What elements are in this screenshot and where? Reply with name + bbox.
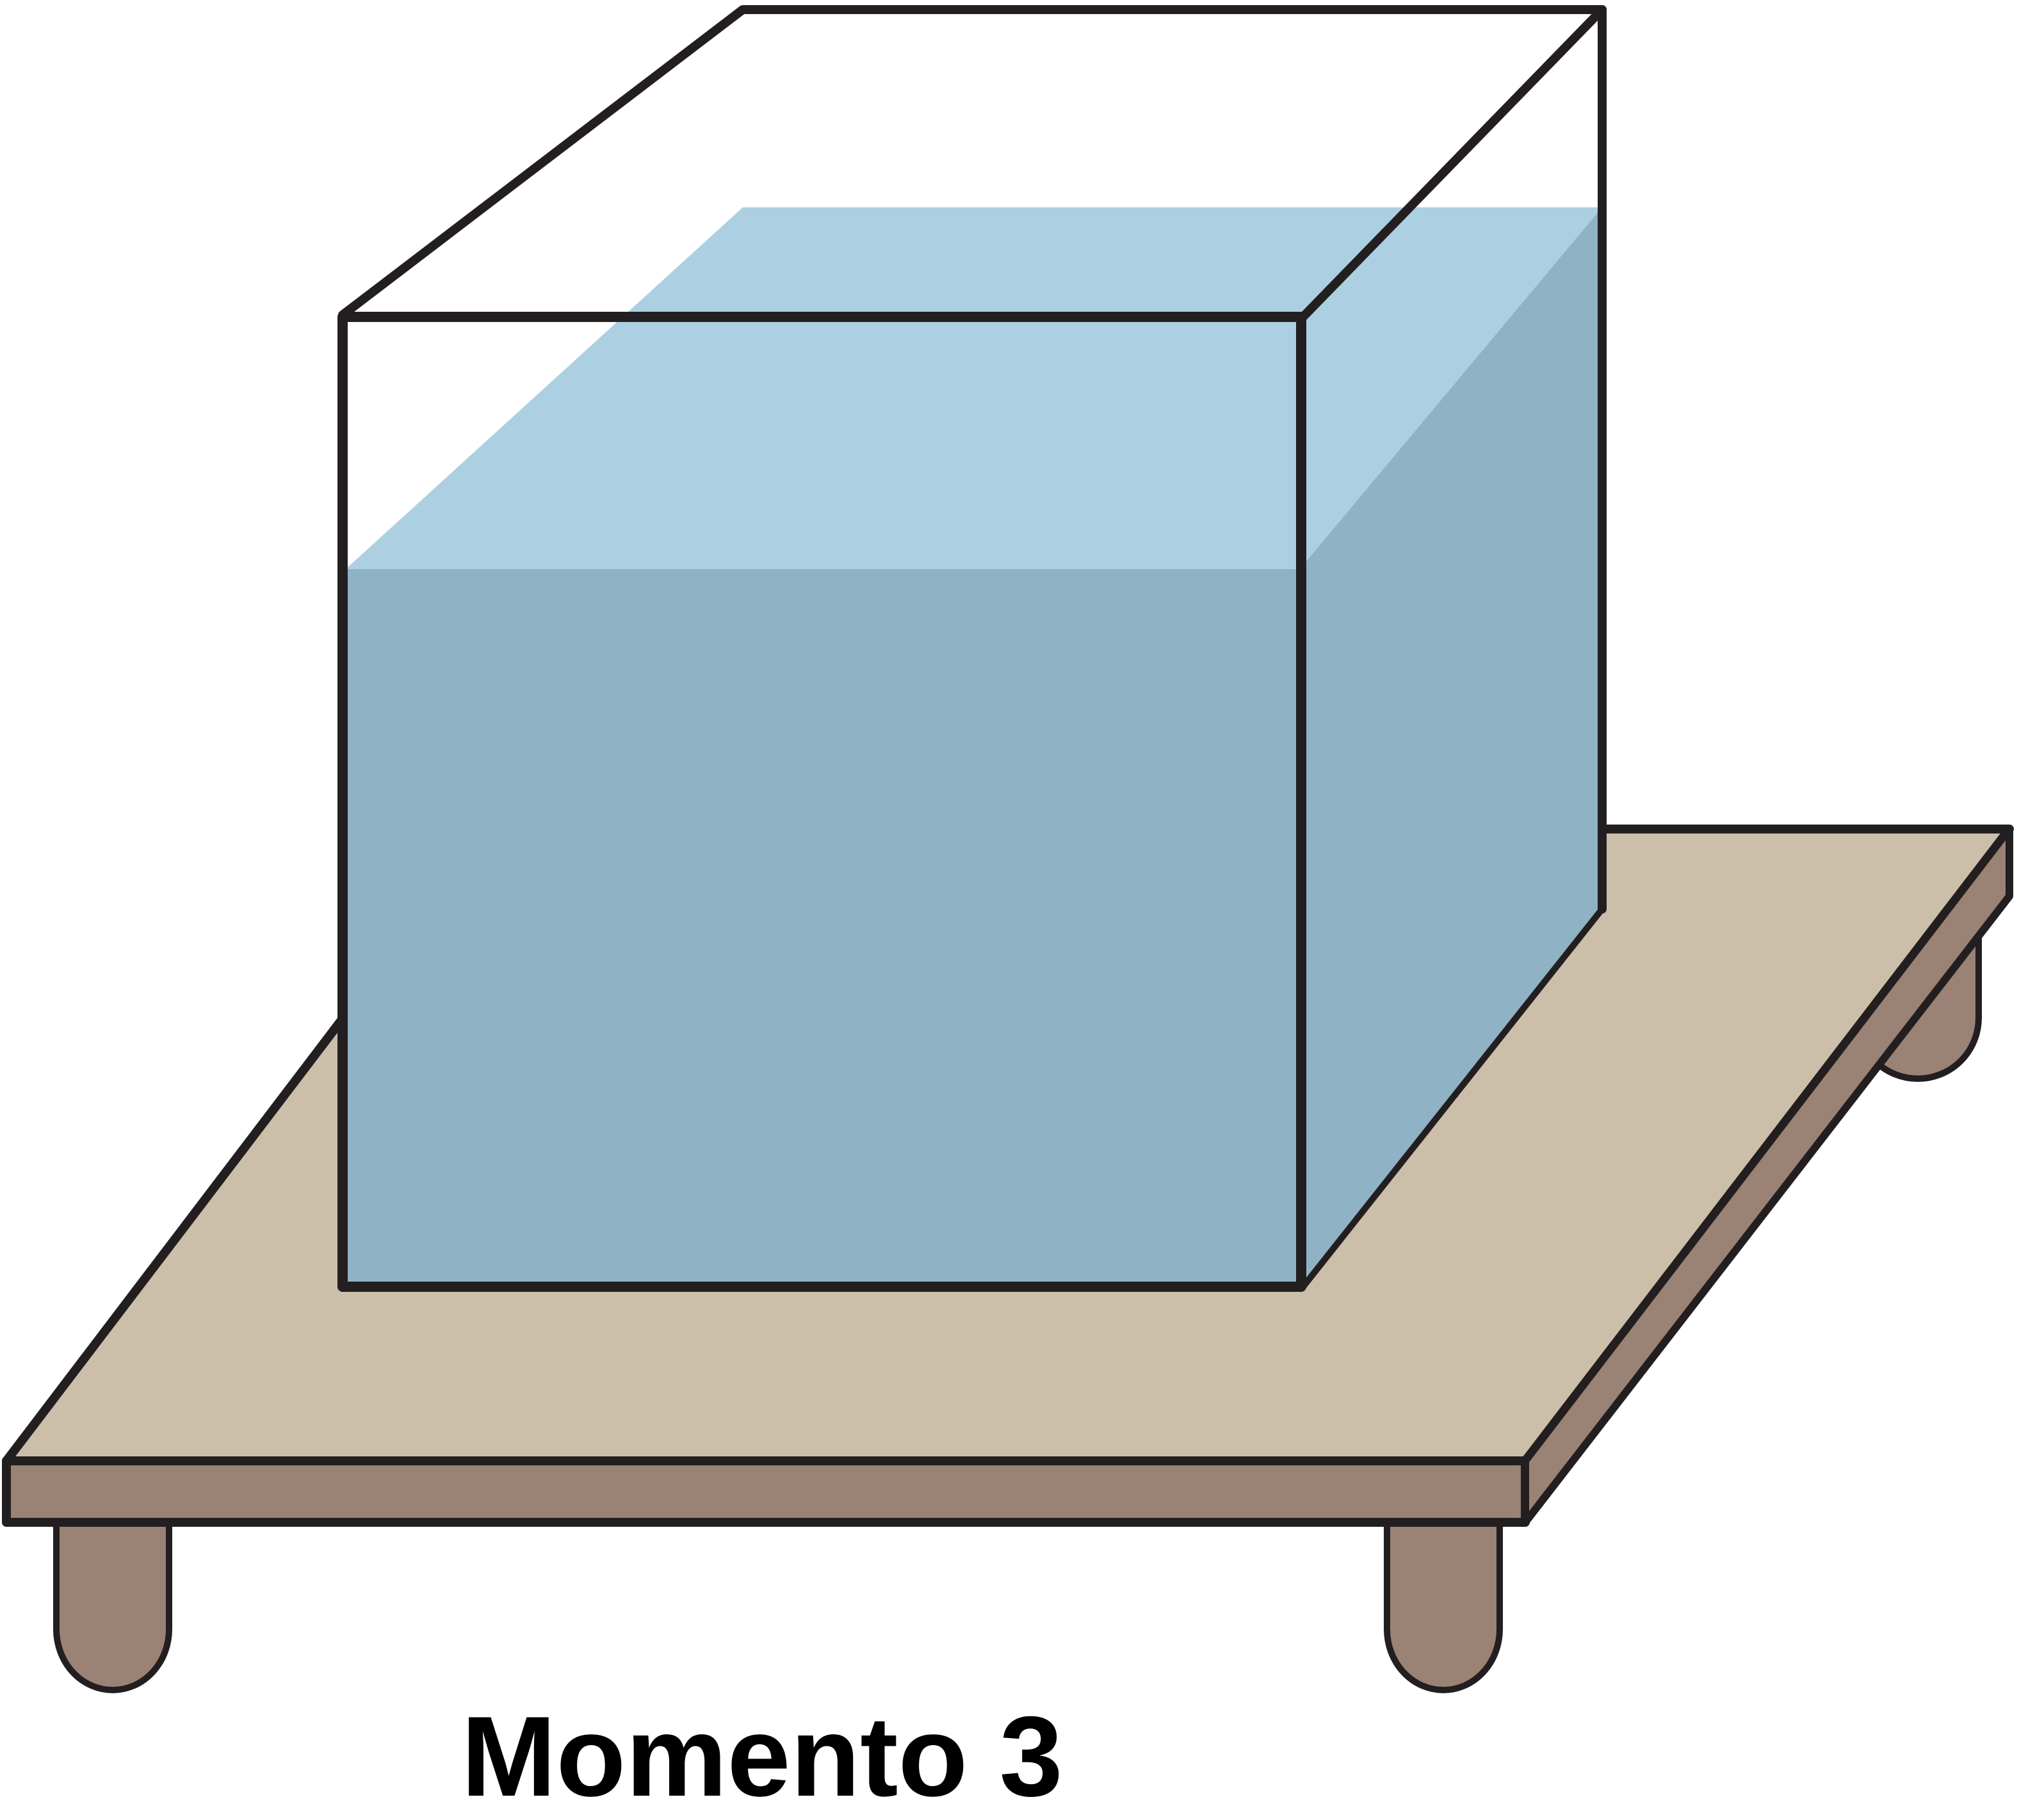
water-surface bbox=[346, 207, 1602, 569]
tank-bottom-right-edge bbox=[1300, 906, 1605, 1290]
table-front-edge bbox=[2, 1456, 1530, 1527]
aquarium bbox=[337, 5, 1607, 1292]
tank-back-top-edge bbox=[338, 5, 1607, 323]
water-front bbox=[346, 568, 1300, 1285]
diagram-caption: Momento 3 bbox=[461, 1693, 1063, 1820]
table-right-edge bbox=[1521, 825, 2013, 1526]
water-side bbox=[1300, 207, 1602, 1285]
tank-front-face bbox=[337, 312, 1306, 1292]
